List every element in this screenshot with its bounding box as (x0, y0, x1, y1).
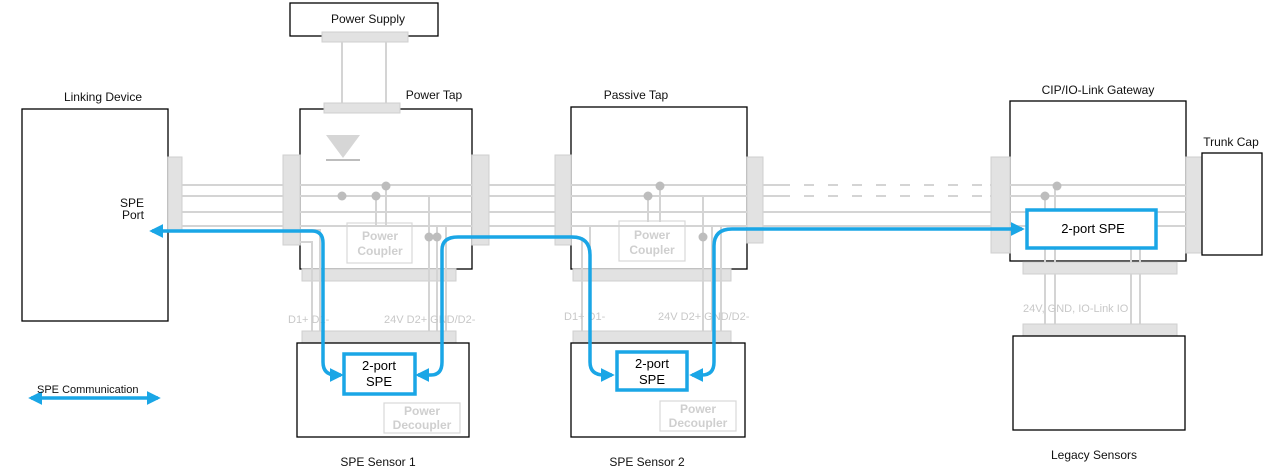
power-coupler-1 (346, 222, 413, 264)
power-tap-supply-connector (323, 102, 401, 114)
d2-label-1: 24V D2+ GND/D2- (384, 314, 476, 326)
spe-sensor-1-connector (301, 330, 457, 344)
two-port-spe-sensor-1 (342, 352, 417, 396)
legend-label: SPE Communication (37, 384, 139, 396)
svg-text:Decoupler: Decoupler (669, 416, 728, 430)
trunk-cap: Trunk Cap (1201, 135, 1263, 256)
power-supply-label: Power Supply (331, 12, 405, 26)
linking-device-port (167, 156, 183, 232)
two-port-spe-gateway: 2-port SPE (1025, 208, 1158, 250)
legacy-sensors: Legacy Sensors (1012, 323, 1186, 462)
svg-text:SPE: SPE (639, 372, 665, 387)
svg-text:Power: Power (362, 229, 398, 243)
spe-communication-path (149, 222, 1025, 382)
svg-text:SPE: SPE (366, 374, 392, 389)
power-supply: Power Supply (289, 2, 439, 43)
spe-port-label-2: Port (122, 208, 145, 222)
svg-text:2-port: 2-port (362, 358, 396, 373)
spe-sensor-1-label: SPE Sensor 1 (340, 455, 416, 469)
passive-tap-label: Passive Tap (604, 88, 669, 102)
svg-text:2-port SPE: 2-port SPE (1061, 221, 1125, 236)
svg-text:Power: Power (634, 228, 670, 242)
power-tap-drop-connector (301, 268, 457, 282)
spe-port-label-1: SPE (120, 196, 144, 210)
svg-text:Coupler: Coupler (357, 244, 403, 258)
passive-tap-left-port (554, 154, 572, 246)
power-decoupler-1 (383, 402, 461, 434)
gateway-io-connector-top (1022, 261, 1178, 275)
trunk-cap-label: Trunk Cap (1203, 135, 1259, 149)
svg-text:Power: Power (404, 404, 440, 418)
legacy-sensors-connector (1022, 323, 1178, 337)
power-coupler-2 (618, 220, 686, 262)
power-decoupler-2 (659, 400, 737, 432)
legacy-sensors-label: Legacy Sensors (1051, 448, 1137, 462)
power-supply-connector (321, 31, 409, 43)
svg-text:Power: Power (680, 402, 716, 416)
d1-label-2: D1+ D1- (564, 311, 606, 323)
diode-icon (326, 135, 360, 158)
d2-label-2: 24V D2+ GND/D2- (658, 311, 750, 323)
svg-text:Decoupler: Decoupler (393, 418, 452, 432)
passive-tap-drop-connector (572, 268, 732, 282)
svg-text:Coupler: Coupler (629, 243, 675, 257)
gateway-right-port (1185, 156, 1203, 254)
gateway-label: CIP/IO-Link Gateway (1042, 83, 1155, 97)
spe-sensor-2: Power Decoupler 2-port SPE SPE Sensor 2 (570, 330, 746, 469)
spe-sensor-2-connector (572, 330, 732, 344)
power-tap-right-port (471, 154, 490, 246)
power-tap-label: Power Tap (406, 88, 463, 102)
spe-sensor-2-label: SPE Sensor 2 (609, 455, 685, 469)
linking-device-label: Linking Device (64, 90, 142, 104)
svg-text:2-port: 2-port (635, 356, 669, 371)
gateway-left-port (990, 156, 1011, 254)
legend: SPE Communication (28, 384, 161, 405)
gateway-io-label: 24V, GND, IO-Link IO (1023, 303, 1129, 315)
two-port-spe-sensor-2 (615, 350, 689, 392)
linking-device: Linking Device SPE Port (21, 90, 183, 322)
